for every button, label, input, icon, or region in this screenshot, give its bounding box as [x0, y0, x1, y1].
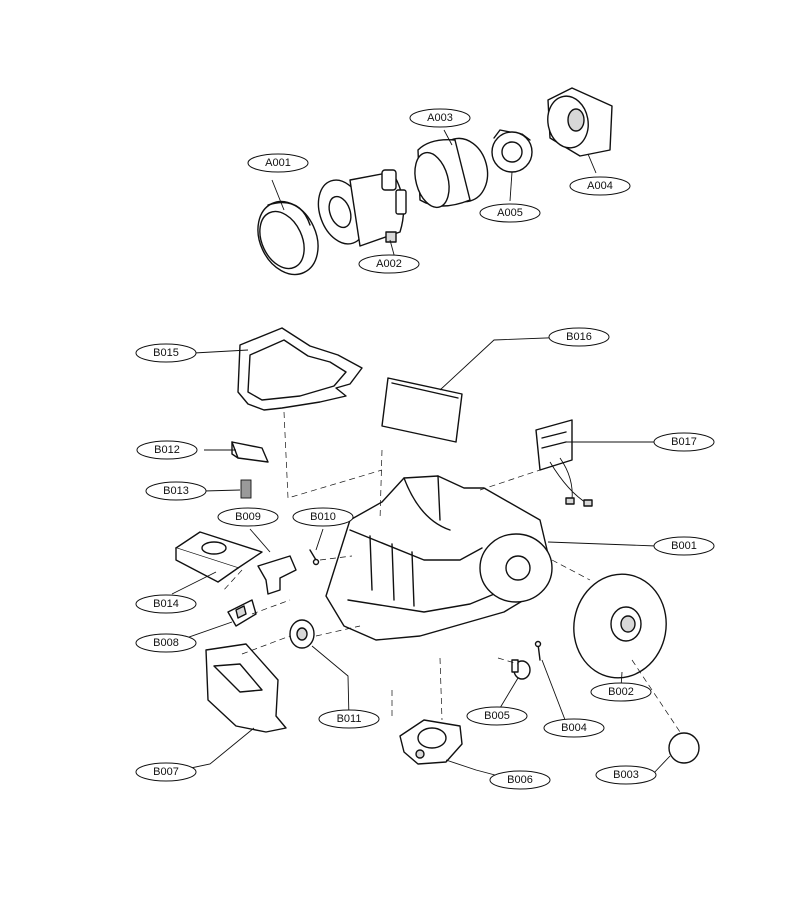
part-b012-clip — [231, 441, 269, 463]
label-b006: B006 — [489, 770, 551, 790]
svg-text:B011: B011 — [337, 713, 362, 725]
label-a001: A001 — [247, 153, 309, 173]
label-b005: B005 — [466, 706, 528, 726]
svg-text:A004: A004 — [587, 180, 613, 192]
part-b004-pin — [534, 640, 542, 661]
part-b017-bracket — [535, 419, 593, 507]
part-a005-mount — [491, 129, 533, 173]
part-b006-caster — [399, 719, 463, 765]
label-b013: B013 — [145, 481, 207, 501]
part-b011-wheel — [289, 619, 315, 649]
label-b009: B009 — [217, 507, 279, 527]
part-b015-lid-frame — [237, 327, 363, 411]
label-b003: B003 — [595, 765, 657, 785]
svg-text:A003: A003 — [427, 112, 453, 124]
svg-text:B014: B014 — [153, 598, 179, 610]
svg-text:B004: B004 — [561, 722, 587, 734]
svg-text:A005: A005 — [497, 207, 523, 219]
part-b001-main-body — [325, 475, 553, 641]
part-b002-disc — [573, 573, 667, 679]
label-b015: B015 — [135, 343, 197, 363]
label-b001: B001 — [653, 536, 715, 556]
part-a004-cover — [547, 87, 613, 157]
label-b002: B002 — [590, 682, 652, 702]
svg-text:B009: B009 — [235, 511, 261, 523]
assembly-guides — [221, 411, 681, 733]
svg-text:A001: A001 — [265, 157, 291, 169]
label-b016: B016 — [548, 327, 610, 347]
label-b012: B012 — [136, 440, 198, 460]
label-a005: A005 — [479, 203, 541, 223]
svg-text:B006: B006 — [507, 774, 533, 786]
label-b017: B017 — [653, 432, 715, 452]
svg-text:B016: B016 — [566, 331, 592, 343]
part-a002-motor — [317, 169, 407, 247]
label-b007: B007 — [135, 762, 197, 782]
svg-text:B012: B012 — [154, 444, 180, 456]
label-a003: A003 — [409, 108, 471, 128]
svg-text:B010: B010 — [310, 511, 336, 523]
part-b009-latch — [257, 555, 297, 595]
svg-text:B003: B003 — [613, 769, 639, 781]
part-b010-screw — [309, 549, 320, 566]
svg-text:B015: B015 — [153, 347, 179, 359]
svg-text:B013: B013 — [163, 485, 189, 497]
part-b013-spring — [240, 479, 252, 499]
label-b008: B008 — [135, 633, 197, 653]
svg-text:B002: B002 — [608, 686, 634, 698]
label-b014: B014 — [135, 594, 197, 614]
label-b011: B011 — [318, 709, 380, 729]
part-b014-cover-plate — [175, 531, 263, 583]
part-b005-wheel — [511, 659, 531, 680]
svg-text:B007: B007 — [153, 766, 179, 778]
svg-text:B001: B001 — [671, 540, 697, 552]
part-b003-cap — [668, 732, 700, 764]
label-a002: A002 — [358, 254, 420, 274]
part-a001-ring — [257, 200, 319, 276]
part-b008-button — [227, 599, 257, 627]
svg-text:B017: B017 — [671, 436, 697, 448]
part-a003-sleeve — [414, 137, 489, 209]
svg-text:B005: B005 — [484, 710, 510, 722]
part-b016-filter — [381, 377, 463, 443]
svg-text:B008: B008 — [153, 637, 179, 649]
label-b004: B004 — [543, 718, 605, 738]
part-b007-front-cover — [205, 643, 287, 733]
label-a004: A004 — [569, 176, 631, 196]
label-b010: B010 — [292, 507, 354, 527]
svg-text:A002: A002 — [376, 258, 402, 270]
